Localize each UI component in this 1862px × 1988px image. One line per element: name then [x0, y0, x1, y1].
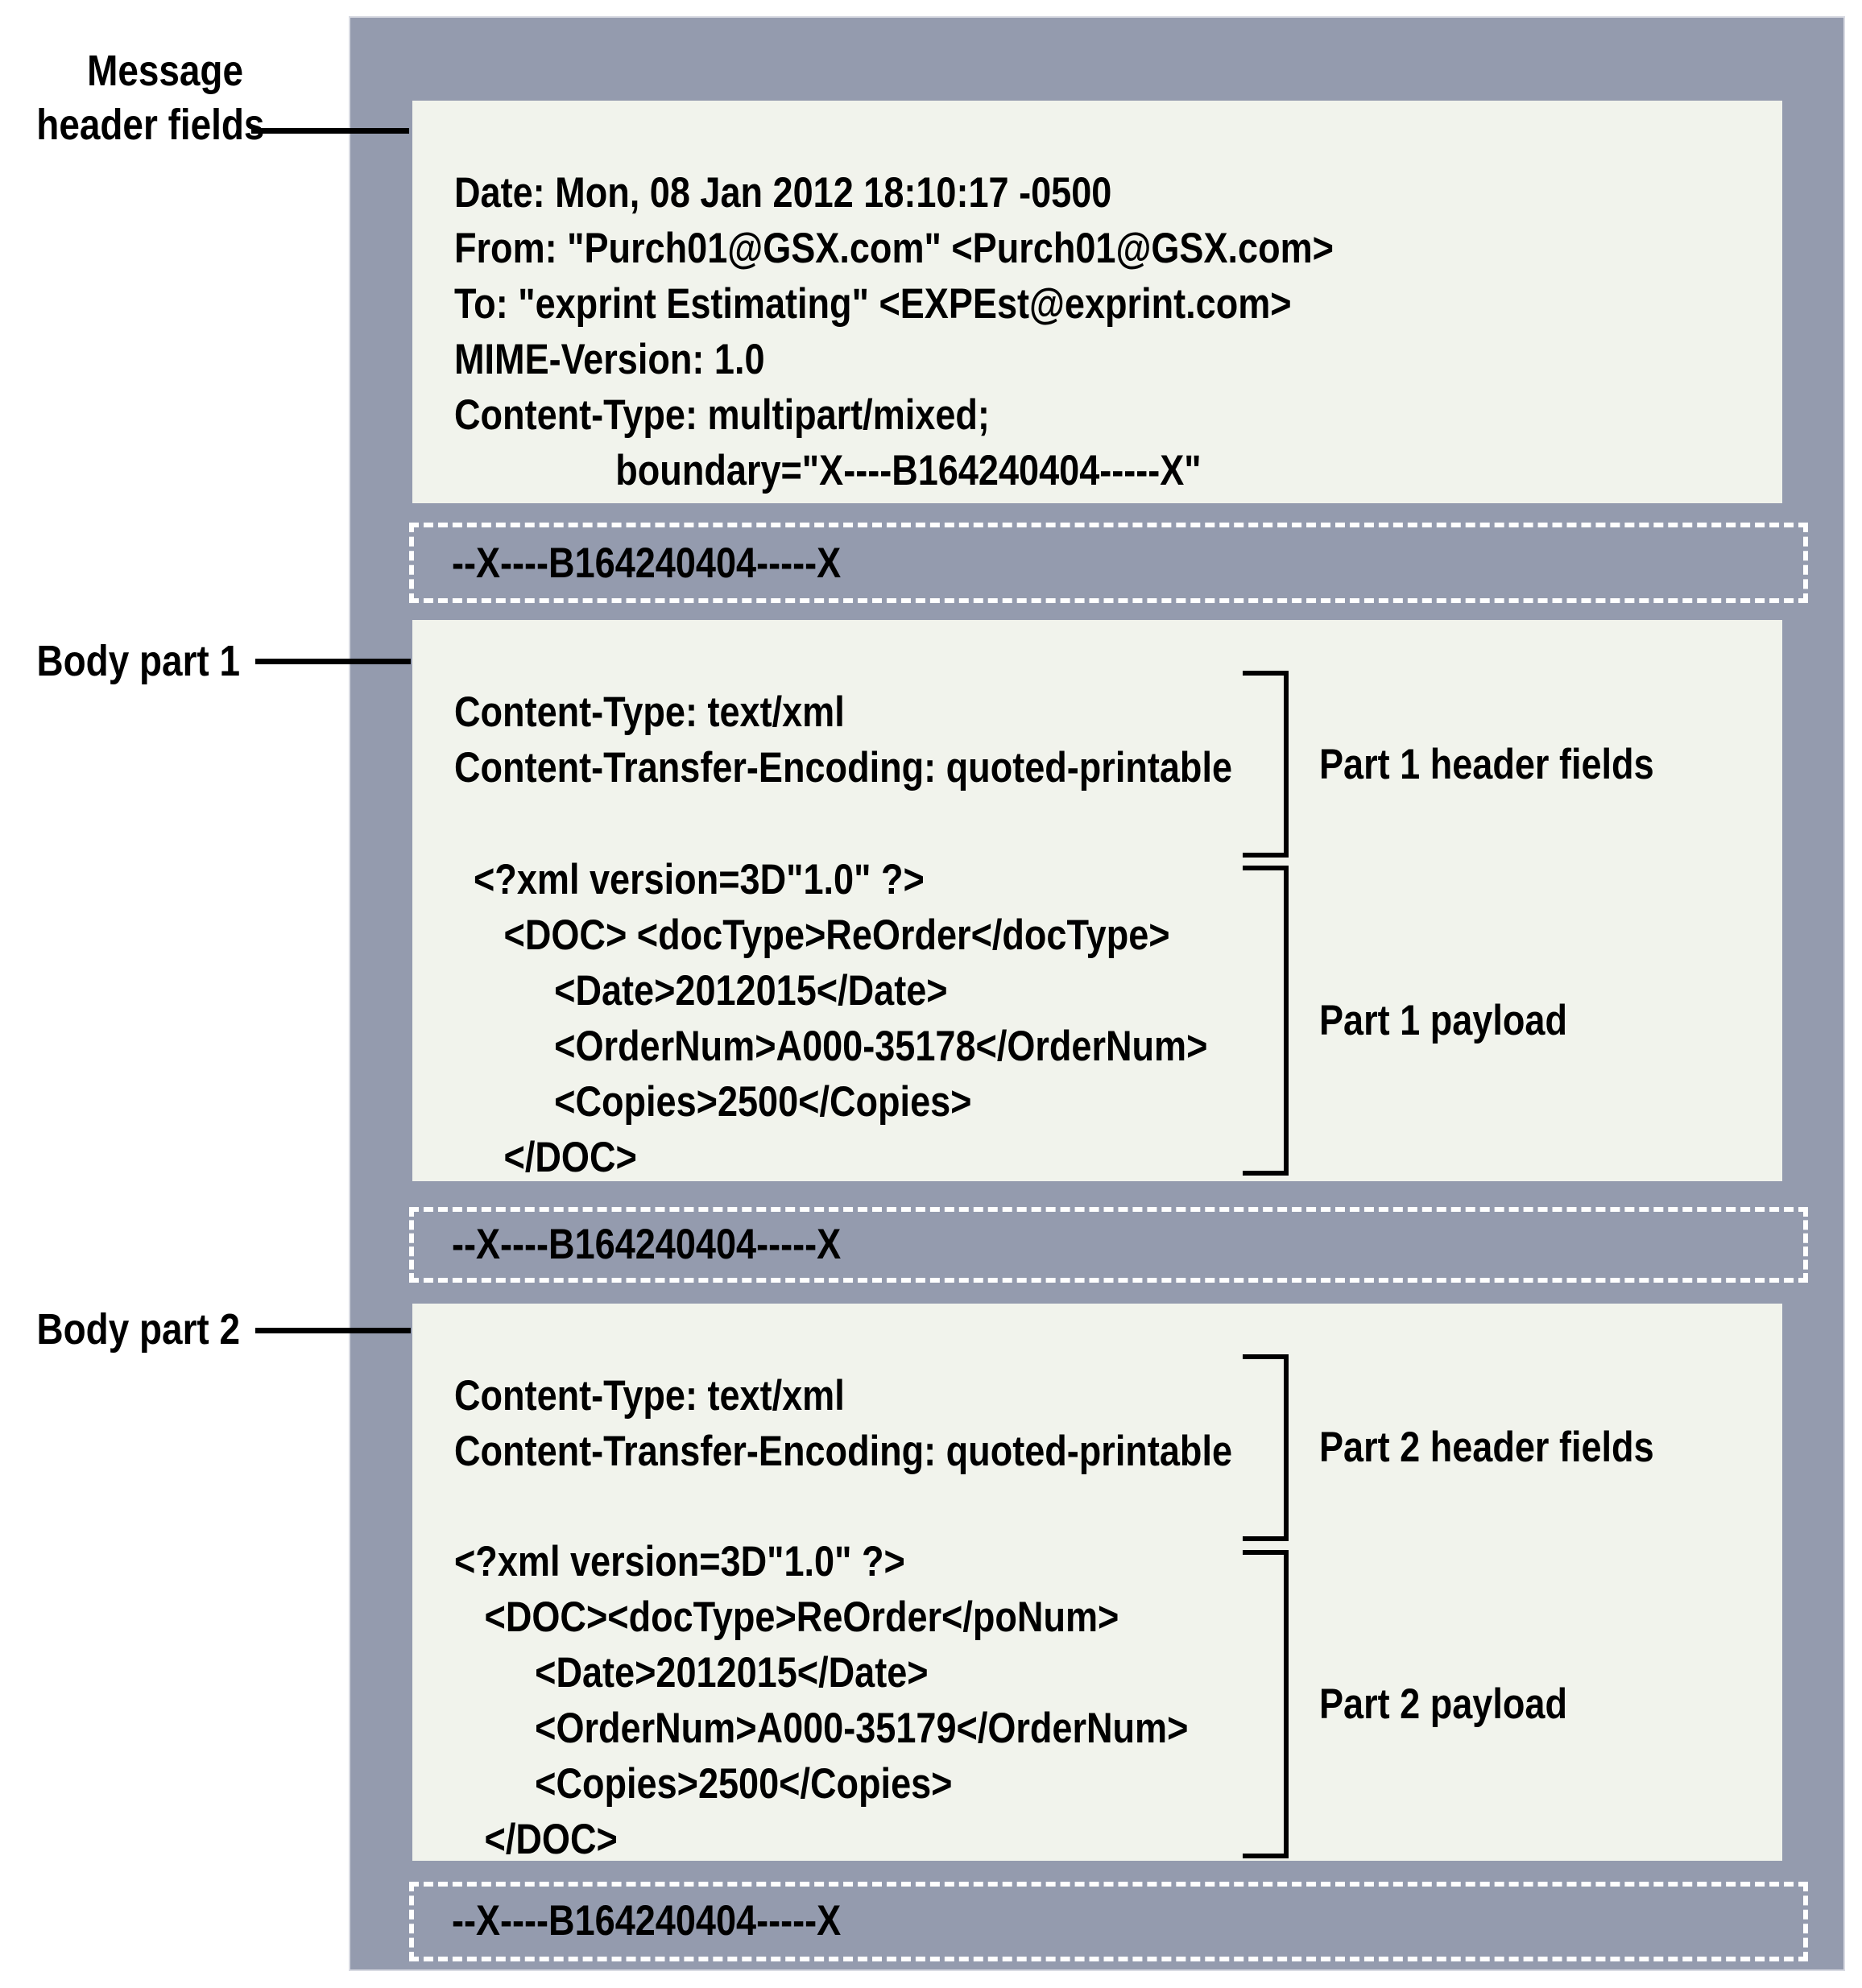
part-2-payload-label: Part 2 payload [1319, 1680, 1567, 1728]
part-1-payload-text: <?xml version=3D"1.0" ?> <DOC> <docType>… [474, 856, 1208, 1181]
body-part-1-connector-line [255, 659, 411, 664]
part-1-payload-bracket [1243, 866, 1289, 1176]
part-2-payload-bracket [1243, 1550, 1289, 1858]
part-1-payload-label: Part 1 payload [1319, 997, 1567, 1044]
boundary-delimiter-text-1: --X----B164240404-----X [452, 539, 842, 587]
body-part-2-connector-line [255, 1328, 411, 1333]
part-2-header-text: Content-Type: text/xml Content-Transfer-… [454, 1372, 1233, 1475]
boundary-delimiter-box-3 [409, 1882, 1808, 1961]
boundary-delimiter-box-1 [409, 523, 1808, 603]
part-1-header-fields-label: Part 1 header fields [1319, 741, 1654, 788]
part-2-header-fields-label: Part 2 header fields [1319, 1424, 1654, 1471]
body-part-2-box [412, 1304, 1782, 1861]
boundary-delimiter-box-2 [409, 1207, 1808, 1283]
part-2-header-fields-bracket [1243, 1354, 1289, 1541]
message-header-text: Date: Mon, 08 Jan 2012 18:10:17 -0500 Fr… [454, 169, 1334, 494]
message-header-box [412, 101, 1782, 503]
body-part-2-label: Body part 2 [36, 1305, 240, 1354]
body-part-1-box [412, 620, 1782, 1181]
message-header-connector-line [251, 128, 409, 134]
message-header-fields-label: Message header fields [36, 47, 265, 149]
part-1-header-fields-bracket [1243, 671, 1289, 858]
part-1-header-text: Content-Type: text/xml Content-Transfer-… [454, 688, 1233, 791]
body-part-1-label: Body part 1 [36, 637, 240, 685]
boundary-delimiter-text-3: --X----B164240404-----X [452, 1897, 842, 1945]
boundary-delimiter-text-2: --X----B164240404-----X [452, 1221, 842, 1268]
part-2-payload-text: <?xml version=3D"1.0" ?> <DOC><docType>R… [454, 1538, 1189, 1863]
